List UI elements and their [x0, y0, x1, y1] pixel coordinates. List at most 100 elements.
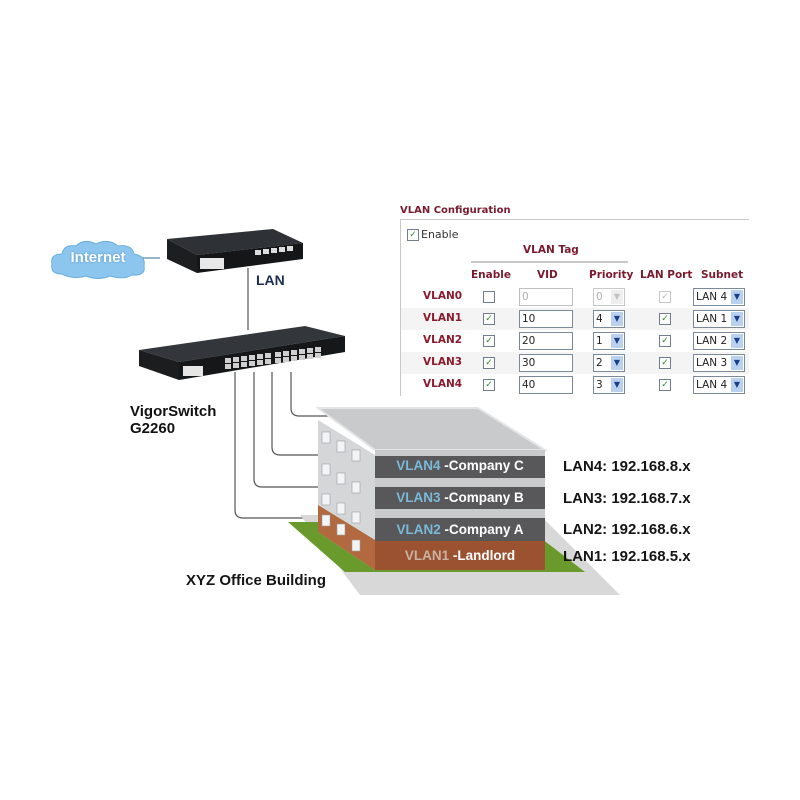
- vlan-row-name: VLAN2: [423, 334, 463, 346]
- floor-vlan2: [375, 518, 545, 541]
- floor-vlan-id: VLAN2: [396, 522, 441, 537]
- switch-link-vlan3: [271, 372, 330, 456]
- switch-name-line1: VigorSwitch: [130, 403, 217, 420]
- switch-icon: [139, 326, 345, 380]
- priority-value: 0: [596, 291, 603, 303]
- floor-tenant: -Company A: [444, 522, 524, 537]
- vlan-priority-select[interactable]: 0 ▼: [593, 288, 625, 306]
- floor-label-vlan3: VLAN3 -Company B: [375, 490, 545, 505]
- floor-vlan-id: VLAN1: [404, 548, 450, 563]
- vlan-subnet-select[interactable]: LAN 4 ▼: [693, 288, 745, 306]
- chevron-down-icon: ▼: [611, 334, 623, 348]
- chevron-down-icon: ▼: [731, 290, 743, 304]
- col-header-priority: Priority: [589, 269, 634, 281]
- vlan-vid-input[interactable]: 0: [519, 288, 573, 306]
- vlan-row-name: VLAN0: [423, 290, 463, 302]
- vlan-enable-checkbox[interactable]: ✓: [407, 228, 419, 241]
- vlan-vid-input[interactable]: 40: [519, 376, 573, 394]
- vlan-lan-port-checkbox[interactable]: ✓: [659, 291, 671, 303]
- vlan-row-name: VLAN4: [423, 378, 463, 390]
- floor-tenant: -Landlord: [452, 548, 516, 563]
- priority-value: 2: [596, 357, 603, 369]
- switch-link-vlan1: [234, 372, 330, 519]
- subnet-value: LAN 4: [696, 379, 728, 391]
- vlan-priority-select[interactable]: 4 ▼: [593, 310, 625, 328]
- vlan-row-2: VLAN2 ✓ 20 1 ▼ ✓ LAN 2 ▼: [401, 330, 749, 352]
- floor-vlan1: [375, 541, 545, 570]
- vlan-tag-divider: [471, 261, 628, 263]
- vlan-row-name: VLAN3: [423, 356, 463, 368]
- vlan-row-enable-checkbox[interactable]: ✓: [483, 379, 495, 391]
- floor-label-vlan1: VLAN1 -Landlord: [375, 548, 545, 563]
- switch-link-vlan4: [290, 372, 330, 417]
- vlan-row-3: VLAN3 ✓ 30 2 ▼ ✓ LAN 3 ▼: [401, 352, 749, 374]
- chevron-down-icon: ▼: [611, 290, 623, 304]
- building-name: XYZ Office Building: [186, 572, 327, 589]
- vlan-priority-select[interactable]: 2 ▼: [593, 354, 625, 372]
- internet-cloud-icon: [51, 240, 145, 279]
- vlan-subnet-select[interactable]: LAN 1 ▼: [693, 310, 745, 328]
- vlan-row-1: VLAN1 ✓ 10 4 ▼ ✓ LAN 1 ▼: [401, 308, 749, 330]
- router-icon: [167, 229, 303, 273]
- floor-label-vlan4: VLAN4 -Company C: [375, 458, 545, 473]
- col-header-subnet: Subnet: [701, 269, 744, 281]
- vlan-row-0: VLAN0 0 0 ▼ ✓ LAN 4 ▼: [401, 286, 749, 308]
- floor-tenant: -Company B: [444, 490, 524, 505]
- subnet-value: LAN 4: [696, 291, 728, 303]
- chevron-down-icon: ▼: [611, 312, 623, 326]
- vlan-config-table: ✓ Enable VLAN Tag Enable VID Priority LA…: [400, 219, 749, 396]
- floor-label-vlan2: VLAN2 -Company A: [375, 522, 545, 537]
- vlan-config-panel: VLAN Configuration ✓ Enable VLAN Tag Ena…: [398, 205, 750, 396]
- col-header-enable: Enable: [471, 269, 511, 281]
- vlan-vid-input[interactable]: 30: [519, 354, 573, 372]
- chevron-down-icon: ▼: [731, 334, 743, 348]
- vlan-vid-input[interactable]: 20: [519, 332, 573, 350]
- vlan-lan-port-checkbox[interactable]: ✓: [659, 313, 671, 325]
- subnet-value: LAN 3: [696, 357, 728, 369]
- lan1-subnet-label: LAN1: 192.168.5.x: [563, 548, 691, 565]
- col-header-lan-port: LAN Port: [640, 269, 693, 281]
- lan2-subnet-label: LAN2: 192.168.6.x: [563, 521, 691, 538]
- switch-name: VigorSwitch G2260: [130, 403, 216, 437]
- vlan-row-name: VLAN1: [423, 312, 463, 324]
- floor-vlan3: [375, 487, 545, 509]
- vlan-priority-select[interactable]: 1 ▼: [593, 332, 625, 350]
- priority-value: 4: [596, 313, 603, 325]
- subnet-value: LAN 2: [696, 335, 728, 347]
- switch-link-vlan2: [253, 372, 330, 488]
- router-lan-label: LAN: [256, 272, 285, 288]
- vlan-config-title: VLAN Configuration: [400, 205, 511, 216]
- vlan-priority-select[interactable]: 3 ▼: [593, 376, 625, 394]
- vlan-subnet-select[interactable]: LAN 4 ▼: [693, 376, 745, 394]
- vlan-subnet-select[interactable]: LAN 3 ▼: [693, 354, 745, 372]
- priority-value: 1: [596, 335, 603, 347]
- vlan-row-enable-checkbox[interactable]: ✓: [483, 357, 495, 369]
- lan4-subnet-label: LAN4: 192.168.8.x: [563, 458, 691, 475]
- subnet-value: LAN 1: [696, 313, 728, 325]
- floor-tenant: -Company C: [444, 458, 524, 473]
- vlan-row-enable-checkbox[interactable]: [483, 291, 495, 303]
- vlan-vid-input[interactable]: 10: [519, 310, 573, 328]
- vlan-row-enable-checkbox[interactable]: ✓: [483, 335, 495, 347]
- col-header-vid: VID: [537, 269, 558, 281]
- vlan-row-enable-checkbox[interactable]: ✓: [483, 313, 495, 325]
- floor-vlan4: [375, 456, 545, 478]
- floor-vlan-id: VLAN4: [396, 458, 441, 473]
- internet-label: Internet: [70, 249, 126, 266]
- vlan-global-enable[interactable]: ✓ Enable: [407, 228, 458, 241]
- vlan-tag-heading: VLAN Tag: [523, 244, 579, 256]
- vlan-enable-label: Enable: [421, 228, 459, 241]
- vlan-lan-port-checkbox[interactable]: ✓: [659, 357, 671, 369]
- priority-value: 3: [596, 379, 603, 391]
- vlan-row-4: VLAN4 ✓ 40 3 ▼ ✓ LAN 4 ▼: [401, 374, 749, 396]
- floor-vlan-id: VLAN3: [396, 490, 441, 505]
- vlan-lan-port-checkbox[interactable]: ✓: [659, 379, 671, 391]
- chevron-down-icon: ▼: [731, 356, 743, 370]
- vlan-lan-port-checkbox[interactable]: ✓: [659, 335, 671, 347]
- lan3-subnet-label: LAN3: 192.168.7.x: [563, 490, 691, 507]
- switch-model: G2260: [130, 420, 176, 437]
- vlan-subnet-select[interactable]: LAN 2 ▼: [693, 332, 745, 350]
- chevron-down-icon: ▼: [611, 378, 623, 392]
